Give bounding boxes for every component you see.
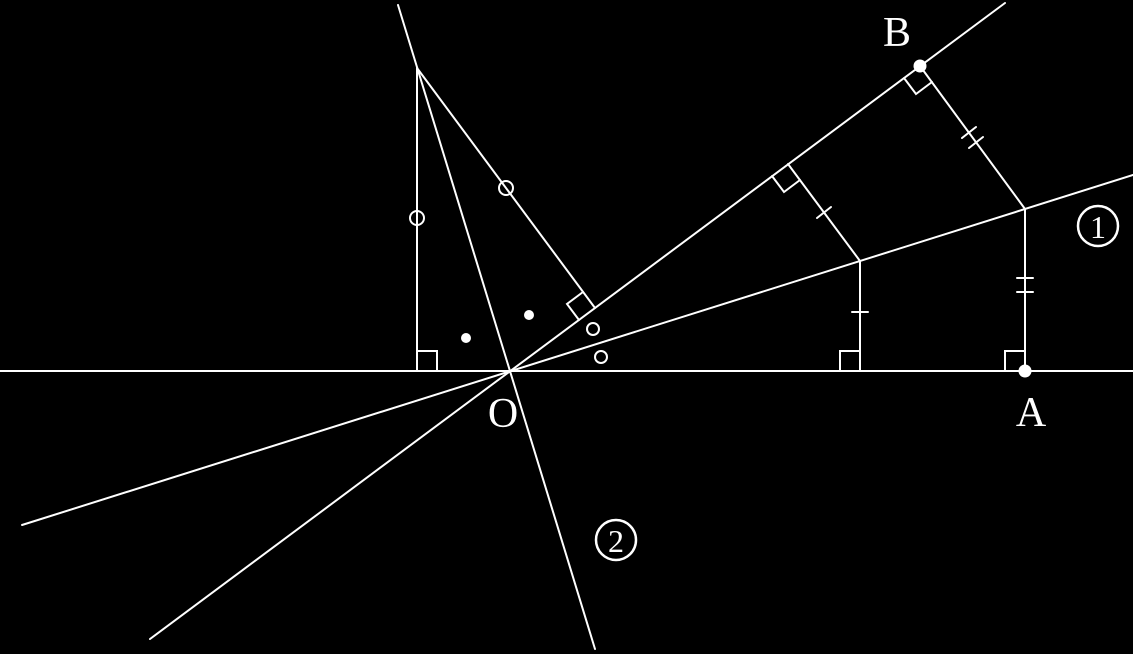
circle-mark-D-baseline-segment bbox=[409, 210, 425, 226]
dot-group bbox=[461, 59, 1032, 378]
right-angle-mark-foot-P-oblique bbox=[771, 175, 801, 194]
circled-2-ring bbox=[594, 518, 638, 562]
label-A: A bbox=[1016, 390, 1047, 436]
right-angle-mark-foot-D-oblique bbox=[565, 291, 584, 321]
angle-mark-dot-left bbox=[461, 333, 471, 343]
point-A-dot bbox=[1018, 364, 1032, 378]
angle-mark-circle-lower bbox=[594, 350, 608, 364]
label-O: O bbox=[488, 391, 518, 437]
angle-mark-dot-right bbox=[524, 310, 534, 320]
oblique-line-through-O-and-B bbox=[149, 2, 1006, 640]
right-angle-mark-at-A bbox=[1004, 350, 1026, 372]
label-circled-2: 2 bbox=[608, 523, 624, 559]
circled-1-ring bbox=[1076, 204, 1120, 248]
circle-mark-D-oblique-segment bbox=[498, 180, 514, 196]
label-B: B bbox=[883, 10, 911, 56]
double-tick-QB-segment-2 bbox=[968, 136, 984, 149]
right-angle-mark-foot-D-baseline bbox=[416, 350, 438, 372]
angle-bisector-line-1 bbox=[21, 174, 1133, 526]
right-angle-mark-at-B bbox=[903, 77, 933, 96]
point-B-dot bbox=[913, 59, 927, 73]
perpendicular-Q-to-B bbox=[919, 65, 1026, 210]
right-angle-mark-foot-P-baseline bbox=[839, 350, 861, 372]
single-tick-P-oblique-segment bbox=[816, 206, 832, 219]
double-tick-QB-segment-1 bbox=[961, 126, 977, 139]
angle-mark-circle-upper bbox=[586, 322, 600, 336]
label-circled-1: 1 bbox=[1090, 209, 1106, 245]
angle-bisector-line-2 bbox=[397, 4, 596, 650]
label-group: O A B 1 2 bbox=[488, 10, 1106, 559]
perpendicular-D-to-oblique-line bbox=[416, 67, 596, 309]
